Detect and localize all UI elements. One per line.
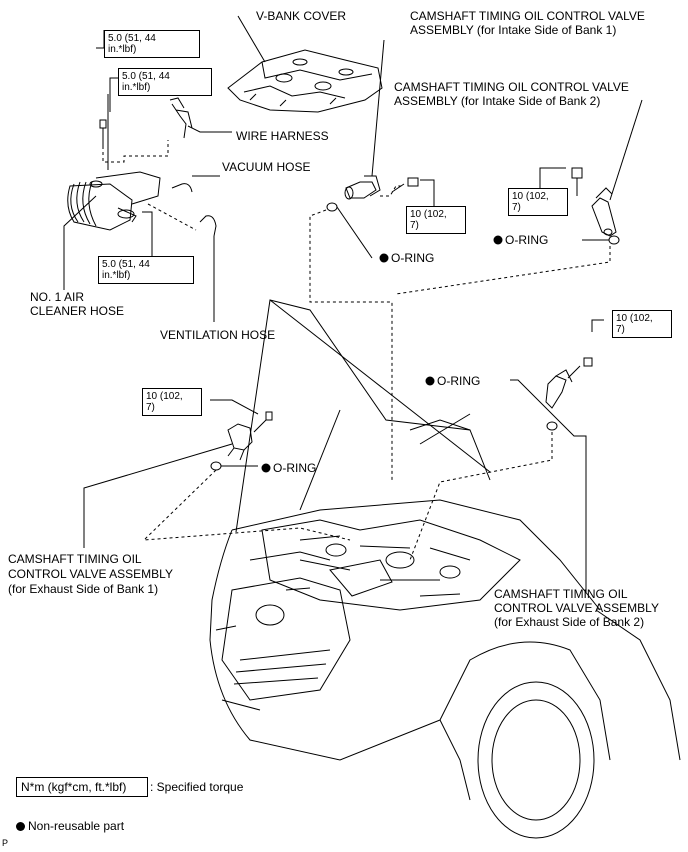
o-ring-label: O-RING	[391, 251, 435, 265]
torque-spec-box: 5.0 (51, 44 in.*lbf)	[104, 30, 200, 58]
legend-torque-text: : Specified torque	[150, 780, 244, 794]
torque-spec-box: 10 (102, 7)	[508, 188, 568, 216]
ocv-intake-bank2-label-line1: CAMSHAFT TIMING OIL CONTROL VALVE	[394, 80, 629, 94]
ventilation-hose-label: VENTILATION HOSE	[160, 328, 276, 342]
o-ring-label: O-RING	[273, 461, 317, 475]
non-reusable-dot-icon	[425, 376, 435, 386]
ocv-intake-bank1-label-line2: ASSEMBLY (for Intake Side of Bank 1)	[410, 23, 617, 37]
ocv-exhaust-bank1-illustration	[227, 423, 253, 461]
torque-spec-box: 5.0 (51, 44 in.*lbf)	[118, 68, 212, 96]
ocv-exhaust-bank2-label-line2: CONTROL VALVE ASSEMBLY	[494, 601, 659, 615]
torque-spec-box: 5.0 (51, 44 in.*lbf)	[98, 256, 194, 284]
non-reusable-dot-icon	[493, 235, 503, 245]
ocv-intake-bank2-illustration	[591, 187, 617, 237]
non-reusable-dot-icon	[16, 822, 25, 831]
non-reusable-dot-icon	[379, 253, 389, 263]
air-cleaner-hose-label-line1: NO. 1 AIR	[30, 290, 85, 304]
figure-code: P	[2, 838, 9, 848]
legend-nonreusable-text: Non-reusable part	[28, 819, 125, 833]
torque-spec-box: 10 (102, 7)	[406, 206, 466, 234]
torque-spec-box: 10 (102, 7)	[142, 388, 202, 416]
ocv-exhaust-bank1-label-line1: CAMSHAFT TIMING OIL	[8, 552, 142, 566]
non-reusable-dot-icon	[261, 463, 271, 473]
ocv-intake-bank1-label-line1: CAMSHAFT TIMING OIL CONTROL VALVE	[410, 9, 645, 23]
vacuum-hose-label: VACUUM HOSE	[222, 160, 311, 174]
legend-nonreusable: Non-reusable part	[16, 819, 124, 833]
ocv-intake-bank2-label-line2: ASSEMBLY (for Intake Side of Bank 2)	[394, 94, 601, 108]
vehicle-illustration	[209, 299, 681, 839]
air-cleaner-hose-label-line2: CLEANER HOSE	[30, 304, 125, 318]
v-bank-cover-label: V-BANK COVER	[256, 9, 347, 23]
torque-spec-box: 10 (102, 7)	[612, 310, 672, 338]
ocv-intake-bank1-illustration	[344, 175, 381, 200]
o-ring-label: O-RING	[505, 233, 549, 247]
v-bank-cover-illustration	[227, 49, 383, 113]
ocv-exhaust-bank1-label-line2: CONTROL VALVE ASSEMBLY	[8, 567, 173, 581]
wire-harness-illustration	[169, 97, 193, 139]
wire-harness-label: WIRE HARNESS	[236, 129, 329, 143]
legend-torque-box: N*m (kgf*cm, ft.*lbf)	[16, 777, 148, 797]
ocv-exhaust-bank1-label-line3: (for Exhaust Side of Bank 1)	[8, 582, 159, 596]
air-cleaner-hose-illustration	[67, 171, 161, 231]
ocv-exhaust-bank2-label-line1: CAMSHAFT TIMING OIL	[494, 587, 628, 601]
ocv-exhaust-bank2-label-line3: (for Exhaust Side of Bank 2)	[494, 615, 645, 629]
o-ring-label: O-RING	[437, 374, 481, 388]
ocv-exhaust-bank2-illustration	[545, 369, 573, 409]
